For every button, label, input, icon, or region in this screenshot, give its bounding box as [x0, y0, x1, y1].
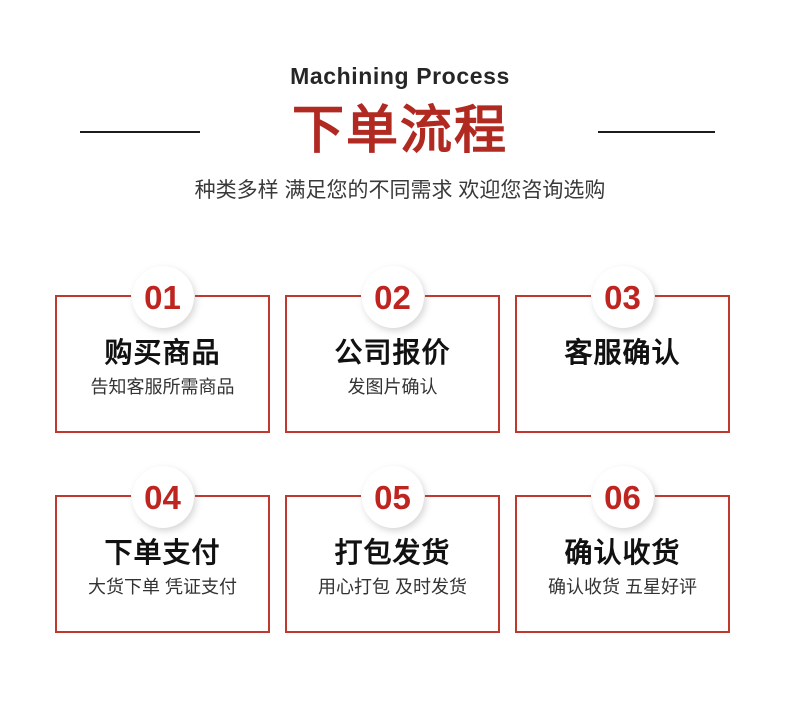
step-number: 05 — [374, 478, 411, 516]
process-step-card-06[interactable]: 06 确认收货 确认收货 五星好评 — [515, 466, 730, 633]
step-number-badge: 02 — [361, 266, 424, 328]
title-rule-right — [598, 131, 715, 133]
process-step-card-01[interactable]: 01 购买商品 告知客服所需商品 — [55, 266, 270, 433]
title-rule-left — [80, 131, 200, 133]
header-title-row: 下单流程 — [0, 100, 800, 162]
process-steps-row-1: 01 购买商品 告知客服所需商品 02 公司报价 发图片确认 03 客服确认 — [55, 266, 745, 433]
step-title: 公司报价 — [334, 337, 451, 368]
step-number: 01 — [144, 278, 181, 316]
step-number-badge: 04 — [131, 466, 194, 528]
step-number: 06 — [604, 478, 641, 516]
page-title: 下单流程 — [291, 102, 508, 160]
process-step-card-05[interactable]: 05 打包发货 用心打包 及时发货 — [285, 466, 500, 633]
header-subtitle: 种类多样 满足您的不同需求 欢迎您咨询选购 — [194, 179, 606, 202]
step-card-body: 下单支付 大货下单 凭证支付 — [57, 497, 268, 631]
step-subtitle: 确认收货 五星好评 — [547, 577, 697, 597]
step-title: 确认收货 — [564, 537, 681, 568]
step-number: 04 — [144, 478, 181, 516]
step-subtitle: 告知客服所需商品 — [90, 377, 235, 397]
step-card-body: 打包发货 用心打包 及时发货 — [287, 497, 498, 631]
step-subtitle: 大货下单 凭证支付 — [87, 577, 237, 597]
step-card-body: 购买商品 告知客服所需商品 — [57, 297, 268, 431]
step-number-badge: 01 — [131, 266, 194, 328]
step-subtitle: 发图片确认 — [347, 377, 438, 397]
step-title: 客服确认 — [564, 337, 681, 368]
step-card-body: 确认收货 确认收货 五星好评 — [517, 497, 728, 631]
step-title: 购买商品 — [104, 337, 221, 368]
step-title: 打包发货 — [334, 537, 451, 568]
process-step-card-04[interactable]: 04 下单支付 大货下单 凭证支付 — [55, 466, 270, 633]
step-card-body: 公司报价 发图片确认 — [287, 297, 498, 431]
process-steps-row-2: 04 下单支付 大货下单 凭证支付 05 打包发货 用心打包 及时发货 06 — [55, 466, 745, 633]
page-header: Machining Process 下单流程 种类多样 满足您的不同需求 欢迎您… — [0, 0, 800, 240]
step-number-badge: 06 — [591, 466, 654, 528]
step-card-body: 客服确认 — [517, 297, 728, 431]
step-number: 02 — [374, 278, 411, 316]
process-steps-grid: 01 购买商品 告知客服所需商品 02 公司报价 发图片确认 03 客服确认 — [55, 266, 745, 633]
step-subtitle: 用心打包 及时发货 — [317, 577, 467, 597]
step-number-badge: 03 — [591, 266, 654, 328]
step-number-badge: 05 — [361, 466, 424, 528]
process-step-card-02[interactable]: 02 公司报价 发图片确认 — [285, 266, 500, 433]
header-eyebrow-english: Machining Process — [290, 63, 510, 89]
step-number: 03 — [604, 278, 641, 316]
step-title: 下单支付 — [104, 537, 221, 568]
process-step-card-03[interactable]: 03 客服确认 — [515, 266, 730, 433]
